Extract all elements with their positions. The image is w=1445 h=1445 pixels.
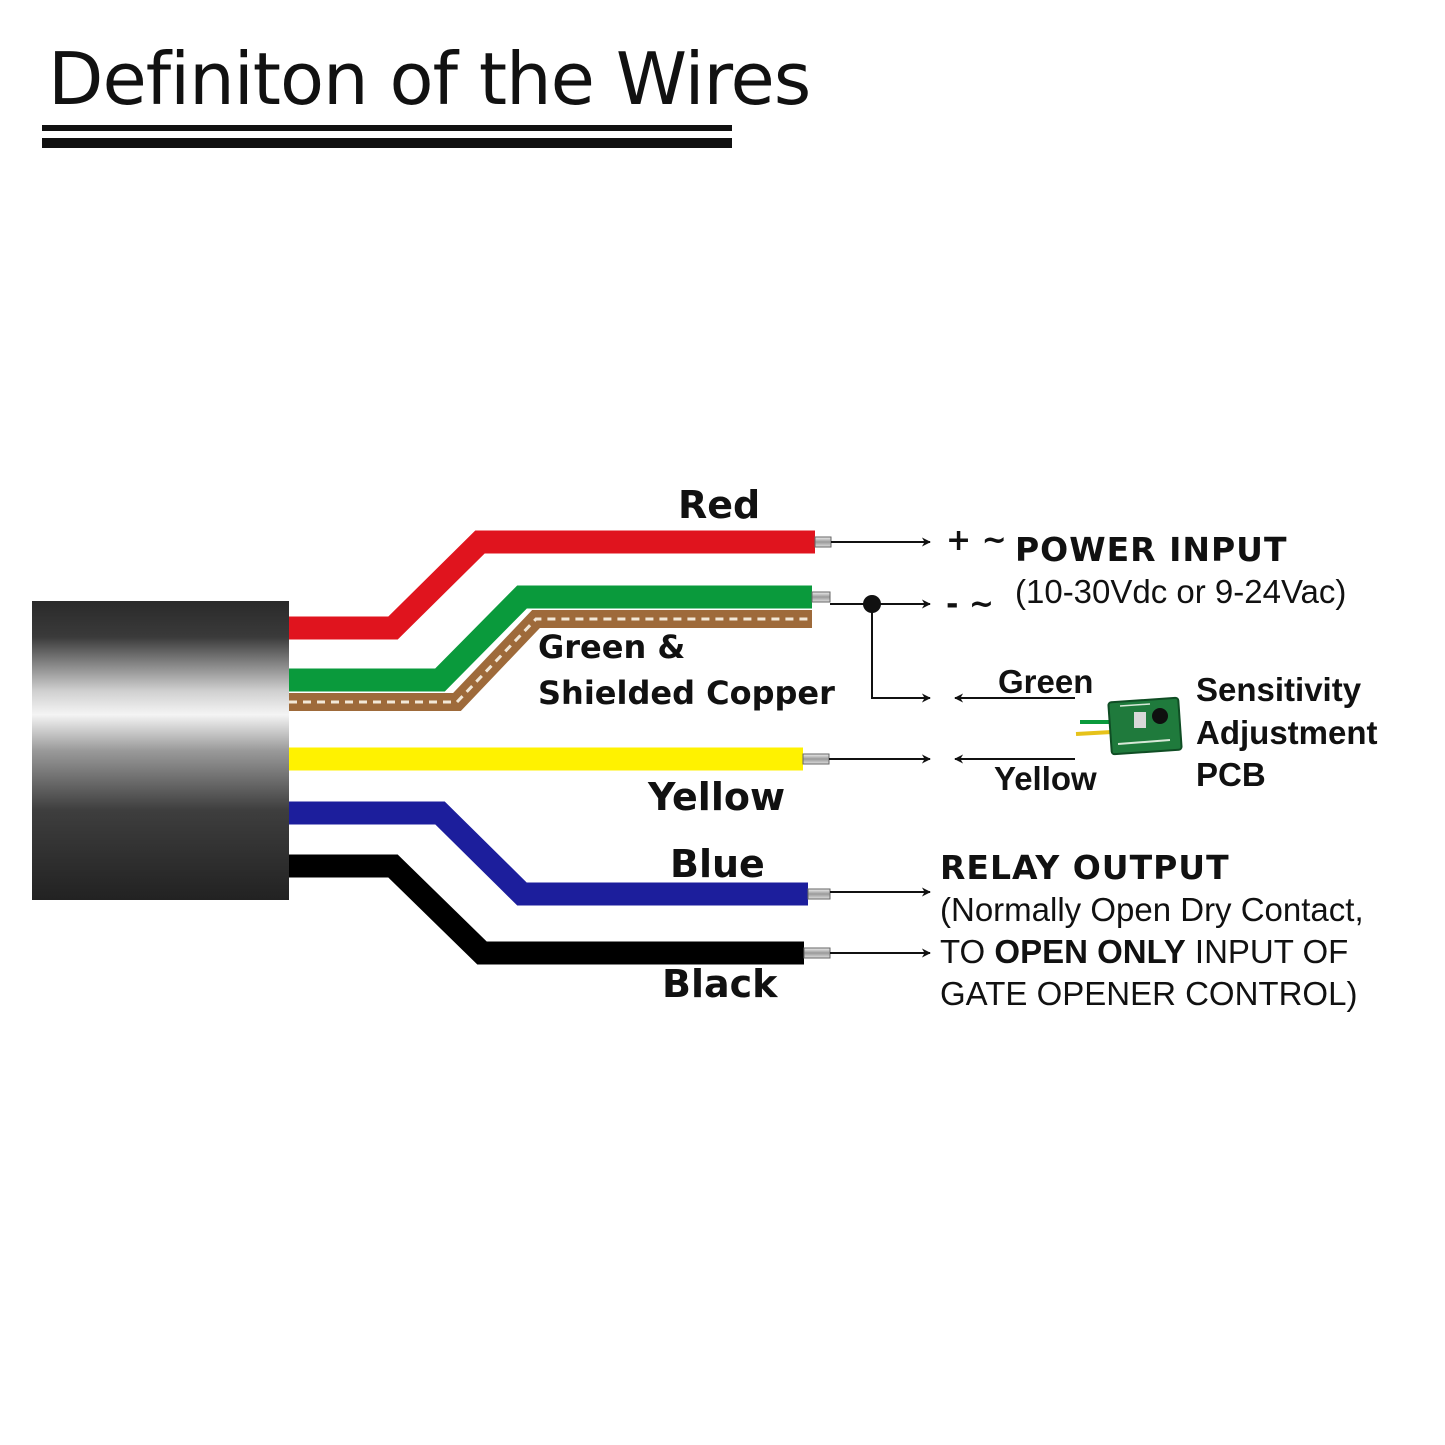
- black-wire-label: Black: [662, 962, 778, 1006]
- relay-line2-prefix: TO: [940, 933, 994, 970]
- power-minus-symbol: - ~: [946, 587, 994, 622]
- relay-output-line1: (Normally Open Dry Contact,: [940, 891, 1364, 928]
- red-wire-tip: [814, 536, 832, 548]
- power-plus-symbol: + ~: [946, 523, 1007, 558]
- green-branch-line: [871, 604, 931, 703]
- pcb-label-line2: Adjustment: [1196, 714, 1378, 751]
- title-underline-thick: [42, 138, 732, 148]
- pcb-label-line1: Sensitivity: [1196, 671, 1362, 708]
- cable-sheath: [32, 601, 289, 900]
- red-wire-label: Red: [678, 483, 760, 527]
- relay-output-line2: TO OPEN ONLY INPUT OF: [940, 933, 1348, 970]
- pcb-green-label: Green: [998, 663, 1093, 700]
- blue-wire-label: Blue: [670, 842, 765, 886]
- yellow-wire-tip: [802, 753, 830, 765]
- pcb-yellow-label: Yellow: [994, 760, 1097, 797]
- black-wire: [289, 854, 804, 965]
- red-wire: [289, 530, 815, 640]
- green-wire: [289, 585, 812, 692]
- sensitivity-pcb-image: [1075, 696, 1183, 756]
- relay-line2-emphasis: OPEN ONLY: [994, 933, 1185, 970]
- relay-line2-suffix: INPUT OF: [1186, 933, 1349, 970]
- black-wire-tip: [803, 947, 831, 959]
- blue-wire-tip: [807, 888, 831, 900]
- yellow-wire-label: Yellow: [647, 775, 785, 819]
- green-wire-label-line2: Shielded Copper: [538, 674, 835, 712]
- copper-shield-braid: [289, 617, 812, 704]
- pcb-label-line3: PCB: [1196, 756, 1266, 793]
- green-wire-tip: [811, 591, 831, 603]
- relay-output-line3: GATE OPENER CONTROL): [940, 975, 1357, 1012]
- page-title: Definiton of the Wires: [48, 37, 810, 121]
- relay-output-heading: RELAY OUTPUT: [940, 848, 1230, 887]
- blue-wire: [289, 801, 808, 906]
- green-wire-label-line1: Green &: [538, 628, 685, 666]
- title-underline-thin: [42, 125, 732, 131]
- power-input-heading: POWER INPUT: [1015, 530, 1287, 569]
- power-input-range: (10-30Vdc or 9-24Vac): [1015, 573, 1346, 610]
